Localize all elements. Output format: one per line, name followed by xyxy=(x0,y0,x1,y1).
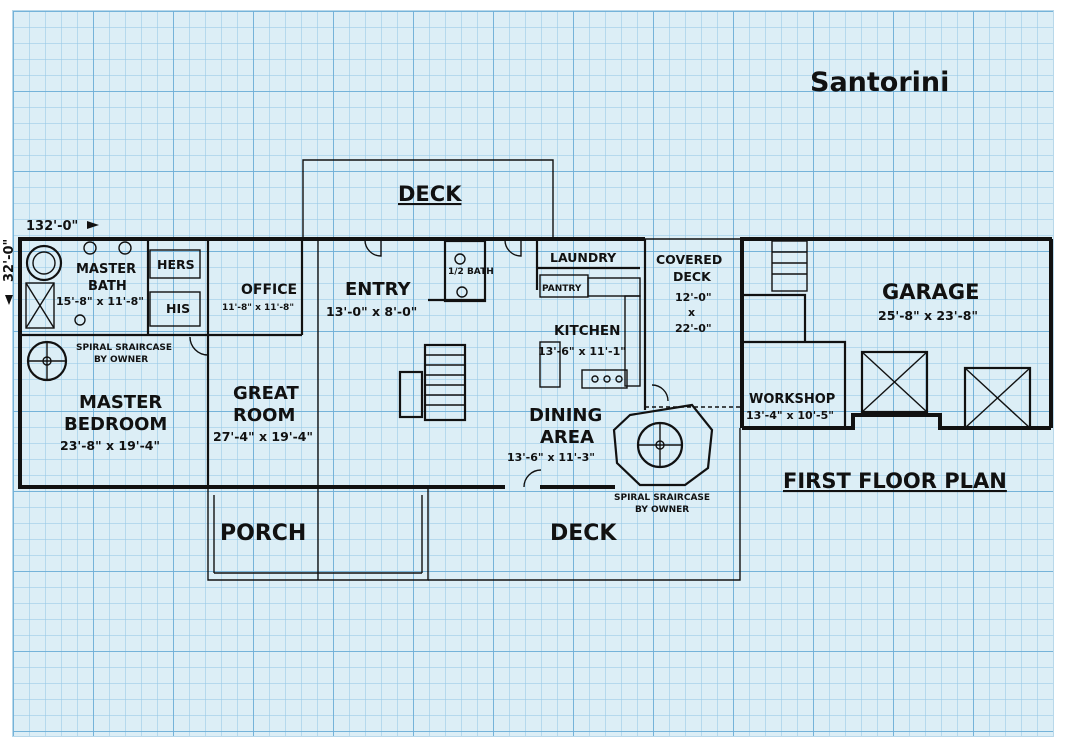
spiral-stair-left-line2: BY OWNER xyxy=(94,355,148,365)
kitchen-range xyxy=(581,369,628,389)
entry-label: ENTRY xyxy=(345,279,412,300)
porch-label: PORCH xyxy=(220,521,306,546)
plan-title: Santorini xyxy=(810,67,949,98)
sink-icon xyxy=(83,241,97,255)
kitchen-size: 13'-6" x 11'-1" xyxy=(538,345,626,358)
spiral-stair-right-line2: BY OWNER xyxy=(635,505,689,515)
porch-outline xyxy=(207,487,429,581)
dining-size: 13'-6" x 11'-3" xyxy=(507,451,595,464)
shower-icon xyxy=(25,282,55,329)
garage-label: GARAGE xyxy=(882,280,980,304)
door-swing xyxy=(523,469,542,488)
covered-deck-label-1: COVERED xyxy=(656,252,722,267)
dining-label-2: AREA xyxy=(540,427,594,448)
toilet-icon xyxy=(74,314,86,326)
garage-door-cross xyxy=(964,367,1031,429)
fireplace-icon xyxy=(398,370,424,419)
workshop-label: WORKSHOP xyxy=(749,392,835,407)
master-bedroom-label-2: BEDROOM xyxy=(64,414,167,435)
kitchen-island xyxy=(539,341,561,388)
width-arrow-icon xyxy=(87,221,99,229)
shower-cross-line xyxy=(25,282,55,329)
master-bath-label-1: MASTER xyxy=(76,262,136,277)
hot-tub-icon xyxy=(25,244,63,282)
covered-deck-size-2: x xyxy=(688,306,695,319)
hot-tub-inner-icon xyxy=(32,251,56,275)
office-label: OFFICE xyxy=(241,282,297,298)
main-staircase xyxy=(423,343,467,422)
half-bath-label: 1/2 BATH xyxy=(448,267,494,277)
kitchen-counter-side xyxy=(624,295,641,387)
burner-icon xyxy=(615,375,623,383)
entry-size: 13'-0" x 8'-0" xyxy=(326,304,417,319)
overall-depth-label: 32'-0" xyxy=(2,239,17,282)
great-room-label-1: GREAT xyxy=(233,383,299,404)
spiral-stair-left-line1: SPIRAL SRAIRCASE xyxy=(76,343,172,353)
graph-paper-background xyxy=(12,10,1054,737)
kitchen-counter-top xyxy=(587,277,641,297)
hers-closet-label: HERS xyxy=(157,257,195,272)
garage-south-wall xyxy=(742,413,1051,430)
laundry-label: LAUNDRY xyxy=(550,250,617,265)
great-room-size: 27'-4" x 19'-4" xyxy=(213,429,313,444)
door-swing xyxy=(504,239,522,257)
workshop-size: 13'-4" x 10'-5" xyxy=(746,409,834,422)
door-swing xyxy=(364,239,382,257)
hers-closet xyxy=(149,249,201,279)
office-size: 11'-8" x 11'-8" xyxy=(222,303,294,313)
storage-wall xyxy=(742,293,807,342)
kitchen-label: KITCHEN xyxy=(554,323,620,339)
lower-deck-label: DECK xyxy=(550,521,617,546)
plan-label: FIRST FLOOR PLAN xyxy=(783,469,1007,493)
his-closet-label: HIS xyxy=(166,301,190,316)
upper-deck-label: DECK xyxy=(398,182,462,206)
right-spiral-enclosure xyxy=(612,403,714,487)
master-bath-label-2: BATH xyxy=(88,279,127,294)
garage-stairs xyxy=(771,240,808,292)
his-closet xyxy=(149,291,201,327)
covered-deck-size-1: 12'-0" xyxy=(675,291,712,304)
garage-door-cross xyxy=(861,351,928,413)
half-bath-sink-icon xyxy=(456,286,468,298)
overall-width-label: 132'-0" xyxy=(26,219,78,234)
sink-icon xyxy=(118,241,132,255)
great-room-label-2: ROOM xyxy=(233,405,295,426)
garage-door-right xyxy=(963,366,1032,430)
garage-door-left xyxy=(860,350,929,414)
master-bedroom-label-1: MASTER xyxy=(79,392,162,413)
covered-deck-label-2: DECK xyxy=(673,269,712,284)
burner-icon xyxy=(591,375,599,383)
half-bath-toilet-icon xyxy=(454,253,466,265)
door-swing xyxy=(651,384,669,402)
pantry-label: PANTRY xyxy=(542,284,582,294)
spiral-stair-right-line1: SPIRAL SRAIRCASE xyxy=(614,493,710,503)
garage-size: 25'-8" x 23'-8" xyxy=(878,308,978,323)
burner-icon xyxy=(603,375,611,383)
upper-deck-outline xyxy=(302,159,554,238)
dining-label-1: DINING xyxy=(529,405,602,426)
workshop-walls xyxy=(742,340,847,428)
master-bath-size: 15'-8" x 11'-8" xyxy=(56,295,144,308)
lower-deck-outline xyxy=(428,428,741,581)
depth-arrow-icon xyxy=(5,295,13,305)
covered-deck-size-3: 22'-0" xyxy=(675,322,712,335)
master-bedroom-size: 23'-8" x 19'-4" xyxy=(60,438,160,453)
door-swing xyxy=(189,336,209,356)
